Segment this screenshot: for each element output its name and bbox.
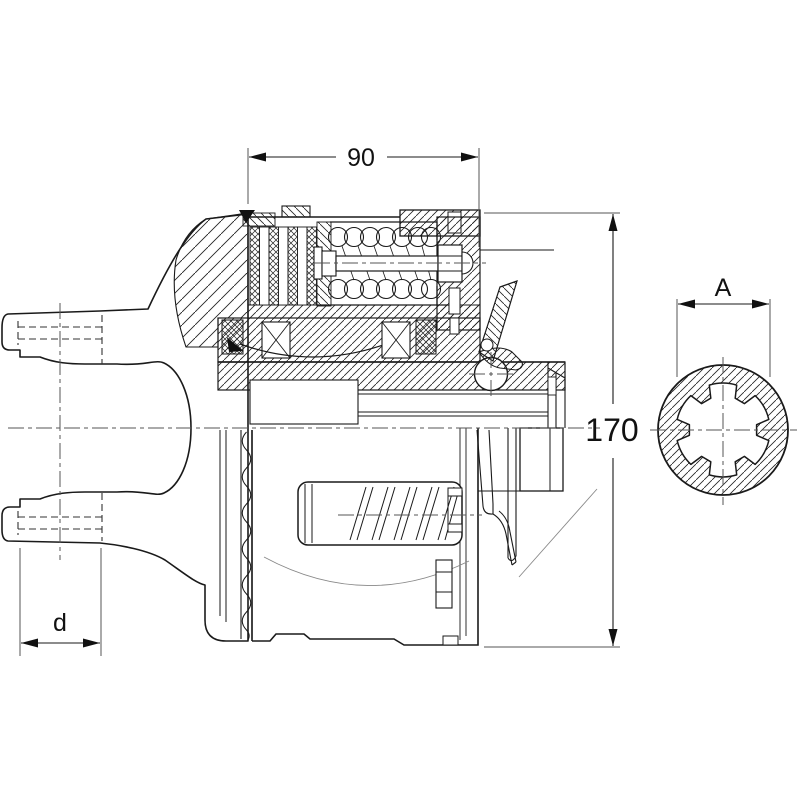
bearing-band-hatch (217, 317, 481, 363)
yoke-hub-section-hatch (173, 212, 249, 348)
spline-bore (676, 382, 770, 478)
seal-right (415, 319, 437, 355)
dimension-d: d (19, 548, 102, 656)
dim-A-extension-lines (676, 299, 771, 377)
lever-roller (480, 338, 494, 352)
dim-90-extension-lines (247, 148, 480, 247)
guard-plate-outside (507, 428, 598, 578)
side-section-view (1, 205, 600, 646)
dimension-170: 170 (484, 212, 639, 648)
dim-170-arrow-bottom (608, 629, 618, 646)
hub-bore (249, 379, 359, 425)
bearing-left (261, 321, 291, 359)
end-view (650, 357, 797, 505)
friction-disc-pack (242, 212, 332, 307)
yoke-flange-edges (219, 430, 227, 622)
yoke-hidden-lines (17, 315, 103, 541)
housing-bottom-tab (442, 635, 459, 646)
release-lever (478, 280, 523, 371)
dim-A-arrow-left (678, 299, 695, 309)
clutch-outside-bottom (297, 427, 598, 609)
seal-pointer (227, 337, 243, 352)
hub-end-chamfer (547, 376, 557, 396)
top-tab (281, 205, 311, 218)
clutch-housing-outline (240, 428, 479, 646)
centerlines (8, 262, 600, 560)
dim-170-extension-lines (484, 212, 620, 648)
hub-splines (217, 361, 566, 428)
dim-d-extension-lines (19, 548, 102, 656)
dim-d-label: d (53, 609, 67, 637)
window-left-bars (304, 484, 313, 543)
end-view-centerlines (650, 357, 797, 505)
yoke (1, 212, 249, 642)
clutch-section-top (217, 205, 566, 428)
housing-pins (448, 287, 461, 335)
dim-90-label: 90 (347, 144, 375, 172)
spline-lines (358, 389, 548, 417)
bearing-right (381, 321, 411, 359)
bearing-row (221, 319, 437, 359)
dimension-A: A (676, 274, 771, 377)
lever-outside (476, 429, 517, 566)
spring-scallop-edge (240, 430, 253, 641)
dim-170-arrow-top (608, 214, 618, 231)
thrust-race-arc (239, 343, 387, 358)
dimensions: 90 170 d A (19, 144, 771, 656)
dimension-90: 90 (247, 144, 480, 247)
outside-bolt (435, 559, 453, 609)
dim-d-arrow-left (21, 638, 38, 648)
dim-A-label: A (715, 274, 732, 302)
seal-left (221, 319, 244, 355)
dim-90-arrow-right (461, 152, 478, 162)
window-bracket (447, 487, 463, 533)
lower-plate-hatch (247, 304, 481, 319)
dim-90-arrow-left (249, 152, 266, 162)
corner-pointer-top (239, 210, 255, 223)
dim-d-arrow-right (83, 638, 100, 648)
dim-170-label: 170 (585, 412, 638, 448)
shaft-end-outside (478, 427, 564, 492)
dim-A-arrow-right (752, 299, 769, 309)
ball-centerlines (469, 352, 513, 398)
